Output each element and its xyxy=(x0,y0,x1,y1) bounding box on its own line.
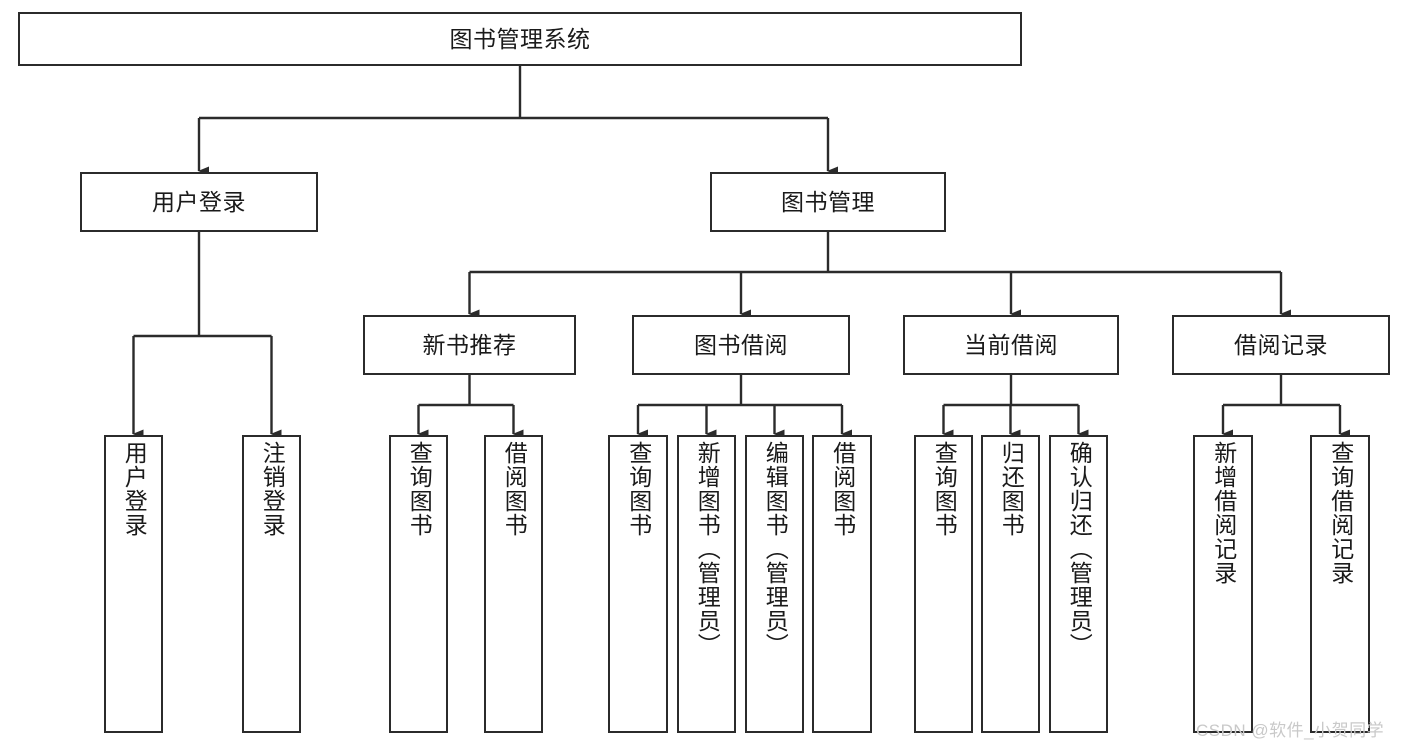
node-book-manage[interactable]: 图书管理 xyxy=(710,172,946,232)
node-label-leaf-user-login: 用户登录 xyxy=(121,441,148,537)
node-leaf-add-record[interactable]: 新增借阅记录 xyxy=(1193,435,1253,733)
node-leaf-logout[interactable]: 注销登录 xyxy=(242,435,301,733)
node-label-leaf-edit-book: 编辑图书（管理员） xyxy=(762,441,789,657)
node-user-login[interactable]: 用户登录 xyxy=(80,172,318,232)
node-leaf-borrow-book-rec[interactable]: 借阅图书 xyxy=(484,435,543,733)
node-leaf-return-book[interactable]: 归还图书 xyxy=(981,435,1040,733)
node-current-borrow[interactable]: 当前借阅 xyxy=(903,315,1119,375)
node-label-book-borrow: 图书借阅 xyxy=(694,331,788,358)
node-label-leaf-logout: 注销登录 xyxy=(259,441,286,537)
node-leaf-user-login[interactable]: 用户登录 xyxy=(104,435,163,733)
node-label-leaf-add-record: 新增借阅记录 xyxy=(1210,441,1237,585)
node-label-leaf-query-book-borrow: 查询图书 xyxy=(625,441,652,537)
node-leaf-query-record[interactable]: 查询借阅记录 xyxy=(1310,435,1370,733)
node-label-leaf-query-book-rec: 查询图书 xyxy=(406,441,433,537)
node-leaf-borrow-book[interactable]: 借阅图书 xyxy=(812,435,872,733)
node-label-leaf-add-book: 新增图书（管理员） xyxy=(694,441,721,657)
node-label-book-manage: 图书管理 xyxy=(781,188,875,215)
connector-lines xyxy=(132,66,1350,439)
node-label-leaf-confirm-return: 确认归还（管理员） xyxy=(1066,441,1093,657)
node-label-borrow-record: 借阅记录 xyxy=(1234,331,1328,358)
node-label-user-login: 用户登录 xyxy=(152,188,246,215)
node-leaf-query-book-rec[interactable]: 查询图书 xyxy=(389,435,448,733)
node-label-leaf-borrow-book: 借阅图书 xyxy=(829,441,856,537)
node-leaf-query-book-cur[interactable]: 查询图书 xyxy=(914,435,973,733)
node-leaf-query-book-borrow[interactable]: 查询图书 xyxy=(608,435,668,733)
node-leaf-edit-book[interactable]: 编辑图书（管理员） xyxy=(745,435,804,733)
node-leaf-add-book[interactable]: 新增图书（管理员） xyxy=(677,435,736,733)
node-label-root: 图书管理系统 xyxy=(449,25,591,52)
node-root[interactable]: 图书管理系统 xyxy=(18,12,1022,66)
node-label-leaf-query-record: 查询借阅记录 xyxy=(1327,441,1354,585)
node-book-borrow[interactable]: 图书借阅 xyxy=(632,315,850,375)
node-label-new-book-recommend: 新书推荐 xyxy=(422,331,517,358)
node-leaf-confirm-return[interactable]: 确认归还（管理员） xyxy=(1049,435,1108,733)
node-new-book-recommend[interactable]: 新书推荐 xyxy=(363,315,576,375)
node-label-leaf-query-book-cur: 查询图书 xyxy=(931,441,958,537)
node-label-current-borrow: 当前借阅 xyxy=(964,331,1058,358)
node-borrow-record[interactable]: 借阅记录 xyxy=(1172,315,1390,375)
node-label-leaf-return-book: 归还图书 xyxy=(998,441,1025,537)
node-label-leaf-borrow-book-rec: 借阅图书 xyxy=(501,441,528,537)
